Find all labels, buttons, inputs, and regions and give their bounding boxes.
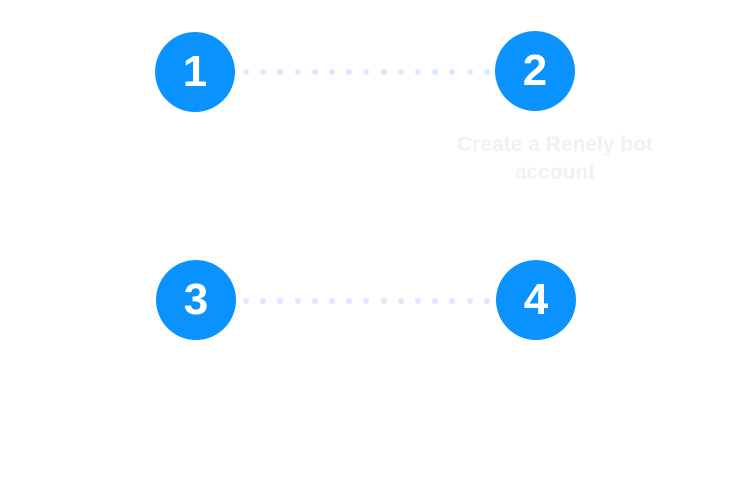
connector-dot xyxy=(260,298,267,304)
connector-dot xyxy=(277,298,284,304)
connector-dot xyxy=(397,69,404,75)
connector-dot xyxy=(363,298,370,304)
connector-dot xyxy=(415,298,422,304)
connector-dot xyxy=(329,298,336,304)
connector-dot xyxy=(346,69,353,75)
connector-dot xyxy=(483,298,490,304)
connector-dot xyxy=(483,69,490,75)
connector-dot xyxy=(432,298,439,304)
connector-dot xyxy=(260,69,267,75)
step-2-circle: 2 xyxy=(495,31,575,111)
connector-dot xyxy=(294,298,301,304)
connector-dot xyxy=(466,69,473,75)
connector-dot xyxy=(380,298,387,304)
step-3-number: 3 xyxy=(183,275,209,324)
step-3-circle: 3 xyxy=(156,260,236,340)
connector-dot xyxy=(311,298,318,304)
connector-dot xyxy=(449,298,456,304)
connector-dot xyxy=(415,69,422,75)
connector-1-2 xyxy=(243,69,490,75)
step-4-number: 4 xyxy=(523,275,549,324)
step-4-circle: 4 xyxy=(496,260,576,340)
step-1-number: 1 xyxy=(182,47,208,96)
connector-dot xyxy=(294,69,301,75)
connector-dot xyxy=(243,69,249,75)
connector-dot xyxy=(346,298,353,304)
connector-dot xyxy=(449,69,456,75)
step-2-number: 2 xyxy=(522,46,548,95)
step-1-circle: 1 xyxy=(155,32,235,112)
connector-dot xyxy=(311,69,318,75)
connector-dot xyxy=(243,298,249,304)
connector-dot xyxy=(329,69,336,75)
connector-dot xyxy=(432,69,439,75)
step-2-caption: Create a Renely bot account xyxy=(456,133,654,184)
connector-dot xyxy=(380,69,387,75)
connector-dot xyxy=(363,69,370,75)
connector-dot xyxy=(397,298,404,304)
connector-3-4 xyxy=(243,298,490,304)
connector-dot xyxy=(466,298,473,304)
connector-dot xyxy=(277,69,284,75)
